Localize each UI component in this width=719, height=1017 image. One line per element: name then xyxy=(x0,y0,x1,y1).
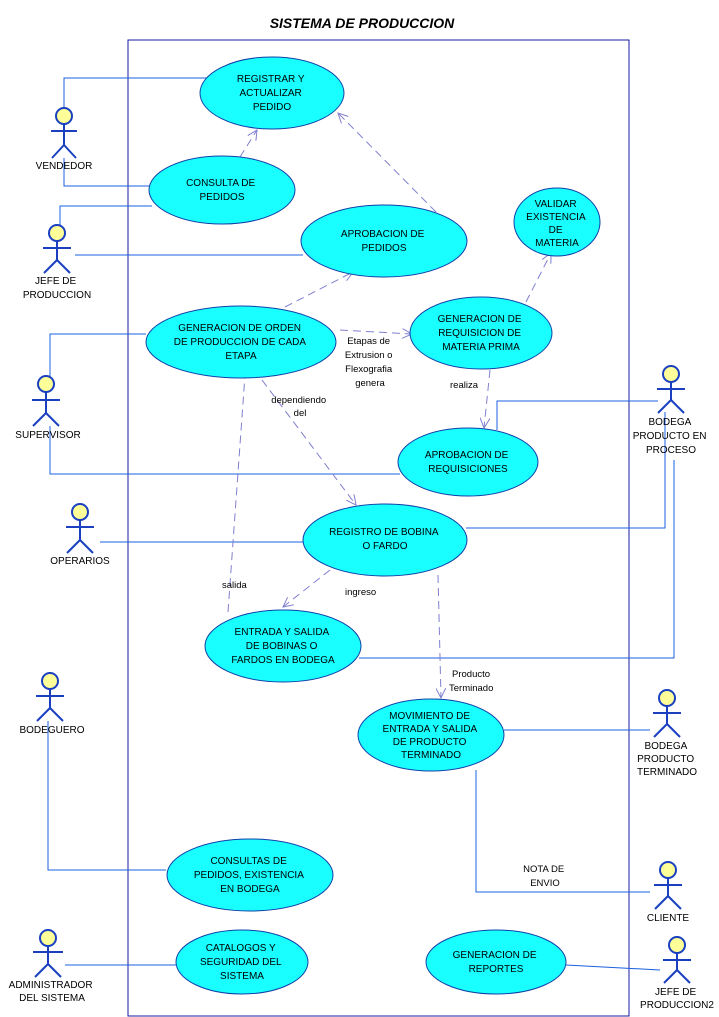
assoc-bodegaproceso-entrada xyxy=(359,460,675,659)
dep-entrada-orden xyxy=(227,361,246,613)
use-case-aprobacion-pedidos[interactable]: APROBACION DE PEDIDOS xyxy=(300,204,468,278)
svg-text:MOVIMIENTO DE ENTRADA Y: MOVIMIENTO DE ENTRADA Y SALIDA DE PRODUC… xyxy=(383,711,480,761)
dep-registro-movimiento xyxy=(438,574,441,698)
stick-figure-icon xyxy=(33,929,63,978)
use-case-registro-bobina[interactable]: REGISTRO DE BOBINA O FARDO xyxy=(302,503,468,577)
svg-text:ENTRADA Y SALIDA DE BOBI: ENTRADA Y SALIDA DE BOBINAS O FARDOS EN … xyxy=(231,627,335,666)
label-ingreso: ingreso xyxy=(345,587,376,598)
stick-figure-icon xyxy=(51,107,77,159)
assoc-bodegaproceso-aprobreq xyxy=(496,400,658,430)
use-case-validar-existencia[interactable]: VALIDAR EXISTENCIA DE MATERIA xyxy=(513,187,601,257)
use-case-generacion-reportes[interactable]: GENERACION DE REPORTES xyxy=(425,929,567,995)
assoc-bodegaproceso-registro xyxy=(466,412,666,529)
stick-figure-icon xyxy=(654,861,682,910)
svg-text:APROBACION DE PEDIDOS: APROBACION DE PEDIDOS xyxy=(341,229,427,254)
label-dependiendo: dependiendo del xyxy=(271,395,329,419)
actor-bodega-terminado[interactable]: BODEGA PRODUCTO TERMINADO xyxy=(637,689,697,778)
edge-labels: Etapas de Extrusion o Flexografia genera… xyxy=(222,336,567,889)
actor-operarios[interactable]: OPERARIOS xyxy=(50,503,110,567)
svg-text:GENERACION DE REQUISICIO: GENERACION DE REQUISICION DE MATERIA PRI… xyxy=(438,314,525,353)
label-realiza: realiza xyxy=(450,380,479,391)
stick-figure-icon xyxy=(36,672,64,722)
dep-consulta-registrar xyxy=(239,130,257,158)
svg-text:CLIENTE: CLIENTE xyxy=(647,913,690,924)
use-case-generacion-orden[interactable]: GENERACION DE ORDEN DE PRODUCCION DE CAD… xyxy=(145,305,337,379)
label-producto-terminado: Producto Terminado xyxy=(449,669,493,694)
assoc-bodeguero-consultas xyxy=(47,721,166,871)
dep-orden-aprobacion xyxy=(284,272,353,308)
svg-text:BODEGUERO: BODEGUERO xyxy=(19,725,84,736)
svg-text:JEFE DE PRODUCCION2: JEFE DE PRODUCCION2 xyxy=(640,987,714,1011)
use-case-registrar-pedido[interactable]: REGISTRAR Y ACTUALIZAR PEDIDO xyxy=(199,56,345,130)
svg-text:APROBACION DE REQUISICIO: APROBACION DE REQUISICIONES xyxy=(425,450,511,475)
dep-registro-entrada xyxy=(283,569,331,607)
label-salida: salida xyxy=(222,580,248,591)
svg-text:ADMINISTRADOR DEL SISTEM: ADMINISTRADOR DEL SISTEMA xyxy=(9,980,96,1004)
use-case-consultas-existencia[interactable]: CONSULTAS DE PEDIDOS, EXISTENCIA EN BODE… xyxy=(166,838,334,912)
assoc-cliente-movimiento xyxy=(475,770,650,893)
svg-text:CATALOGOS Y SEGURIDAD DE: CATALOGOS Y SEGURIDAD DEL SISTEMA xyxy=(200,943,284,982)
assoc-vendedor-consulta xyxy=(63,158,150,187)
dep-orden-requisicion xyxy=(339,330,412,334)
actor-supervisor[interactable]: SUPERVISOR xyxy=(15,375,81,441)
label-etapas: Etapas de Extrusion o Flexografia genera xyxy=(345,336,395,389)
stick-figure-icon xyxy=(657,365,685,414)
dep-orden-registro xyxy=(261,379,356,505)
svg-text:JEFE DE PRODUCCION: JEFE DE PRODUCCION xyxy=(23,276,91,301)
actor-bodega-proceso[interactable]: BODEGA PRODUCTO EN PROCESO xyxy=(633,365,710,456)
stick-figure-icon xyxy=(43,224,71,274)
actor-administrador[interactable]: ADMINISTRADOR DEL SISTEMA xyxy=(9,929,96,1004)
assoc-supervisor-aprobreq xyxy=(49,426,400,475)
svg-text:GENERACION DE REPORTES: GENERACION DE REPORTES xyxy=(453,950,540,975)
dep-requisicion-validar xyxy=(525,253,551,303)
use-case-movimiento-producto[interactable]: MOVIMIENTO DE ENTRADA Y SALIDA DE PRODUC… xyxy=(357,698,505,772)
use-case-generacion-requisicion[interactable]: GENERACION DE REQUISICION DE MATERIA PRI… xyxy=(409,296,553,370)
svg-text:CONSULTAS DE PEDIDOS, EX: CONSULTAS DE PEDIDOS, EXISTENCIA EN BODE… xyxy=(194,856,306,895)
svg-text:SUPERVISOR: SUPERVISOR xyxy=(15,430,80,441)
assoc-jefe2-reportes xyxy=(565,964,661,971)
stick-figure-icon xyxy=(663,936,691,984)
associations xyxy=(47,77,675,971)
stick-figure-icon xyxy=(32,375,60,427)
svg-text:GENERACION DE ORDEN DE P: GENERACION DE ORDEN DE PRODUCCION DE CAD… xyxy=(174,323,308,362)
svg-text:VENDEDOR: VENDEDOR xyxy=(36,161,93,172)
actor-vendedor[interactable]: VENDEDOR xyxy=(36,107,93,172)
svg-text:BODEGA PRODUCTO TE: BODEGA PRODUCTO TERMINADO xyxy=(637,741,697,778)
assoc-supervisor-orden xyxy=(49,333,146,376)
svg-text:REGISTRO DE BOBINA O FAR: REGISTRO DE BOBINA O FARDO xyxy=(329,527,441,552)
use-case-catalogos[interactable]: CATALOGOS Y SEGURIDAD DEL SISTEMA xyxy=(175,929,309,995)
use-case-entrada-salida-bobinas[interactable]: ENTRADA Y SALIDA DE BOBINAS O FARDOS EN … xyxy=(204,609,362,683)
actor-bodeguero[interactable]: BODEGUERO xyxy=(19,672,85,736)
dep-aprobacion-registrar xyxy=(338,113,437,213)
actor-cliente[interactable]: CLIENTE xyxy=(647,861,690,924)
assoc-jefe-consulta xyxy=(59,205,152,225)
svg-text:BODEGA PRODUCTO EN: BODEGA PRODUCTO EN PROCESO xyxy=(633,417,710,456)
diagram-title: SISTEMA DE PRODUCCION xyxy=(270,15,455,31)
svg-text:CONSULTA DE PEDIDOS: CONSULTA DE PEDIDOS xyxy=(186,178,258,203)
svg-text:VALIDAR EXISTENCIA: VALIDAR EXISTENCIA DE MATERIA xyxy=(526,199,588,249)
svg-text:OPERARIOS: OPERARIOS xyxy=(50,556,110,567)
dependencies xyxy=(227,113,551,698)
use-case-aprobacion-requisiciones[interactable]: APROBACION DE REQUISICIONES xyxy=(397,427,539,497)
use-case-consulta-pedidos[interactable]: CONSULTA DE PEDIDOS xyxy=(148,155,296,225)
actor-jefe-produccion2[interactable]: JEFE DE PRODUCCION2 xyxy=(640,936,714,1011)
dep-requisicion-aprobreq xyxy=(484,369,491,428)
stick-figure-icon xyxy=(653,689,681,738)
assoc-vendedor-registrar xyxy=(63,77,207,108)
svg-text:REGISTRAR Y ACTUALIZAR: REGISTRAR Y ACTUALIZAR PEDIDO xyxy=(237,74,307,113)
label-nota-envio: NOTA DE ENVIO xyxy=(523,864,567,889)
actor-jefe-produccion[interactable]: JEFE DE PRODUCCION xyxy=(23,224,91,301)
stick-figure-icon xyxy=(66,503,94,554)
